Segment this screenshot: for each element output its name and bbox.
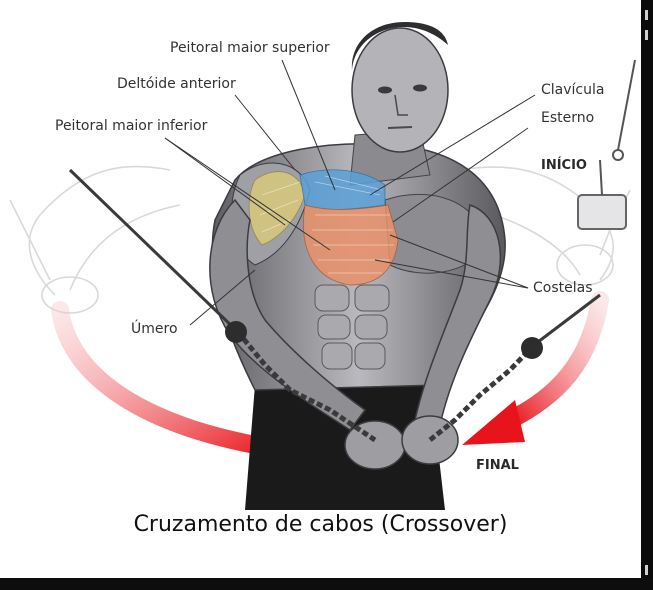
label-final: FINAL [476,458,519,473]
label-peitoral-inferior: Peitoral maior inferior [55,118,208,134]
label-esterno: Esterno [541,110,595,126]
label-inicio: INÍCIO [541,158,587,173]
motion-arc-right [501,291,609,429]
label-umero: Úmero [131,321,178,337]
caption: Cruzamento de cabos (Crossover) [133,512,508,537]
label-peitoral-superior: Peitoral maior superior [170,40,330,56]
athlete-figure [209,22,506,510]
crossover-illustration [9,22,636,510]
cable-ball-left [225,321,247,343]
bottom-edge-strip [0,578,653,590]
cable-pulley-icon [577,59,636,230]
cables [68,168,601,443]
arrow-head-right [462,400,525,445]
leader-lines [164,59,536,326]
label-costelas: Costelas [533,280,593,296]
label-clavicula: Clavícula [541,82,605,98]
illustration-panel: Peitoral maior superior Deltóide anterio… [0,0,641,578]
cable-ball-right [521,337,543,359]
right-edge-strip [641,0,653,590]
motion-arc-left [51,301,294,459]
label-deltoide: Deltóide anterior [117,76,236,92]
